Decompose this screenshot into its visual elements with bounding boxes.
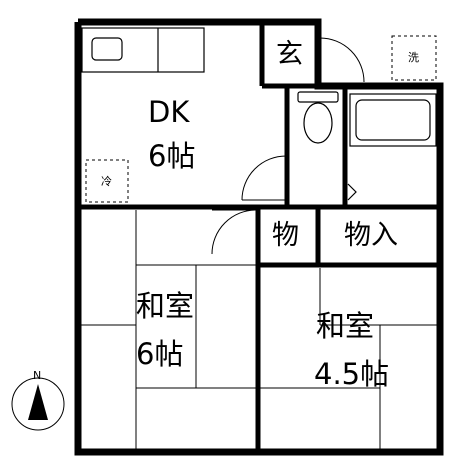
mono-label: 物: [272, 220, 299, 251]
dk-door: [241, 155, 287, 201]
washitsu-west-size: 6帖: [136, 337, 184, 371]
interior-walls: [78, 22, 440, 452]
north-compass: [11, 377, 65, 431]
fridge-label: 冷: [101, 175, 112, 188]
windows: [75, 90, 81, 400]
washitsu-west-name: 和室: [136, 289, 195, 323]
washer-space: [391, 35, 437, 81]
monoire-label: 物入: [344, 220, 398, 251]
tatami-east: [260, 268, 438, 450]
fridge-space: [85, 159, 129, 203]
genkan-door: [319, 37, 365, 83]
washer-label: 洗: [408, 51, 419, 64]
bathtub: [347, 93, 437, 201]
exterior-walls: [74, 18, 444, 456]
compass-north-label: N: [33, 369, 42, 382]
washitsu-east-name: 和室: [316, 309, 375, 343]
tatami-west: [80, 210, 256, 450]
kitchen-counter: [81, 27, 205, 73]
genkan-label: 玄: [276, 39, 303, 70]
dk-room-size: 6帖: [148, 139, 196, 173]
toilet: [297, 91, 339, 144]
washitsu-door: [211, 209, 257, 255]
dk-room-name: DK: [148, 95, 190, 129]
washitsu-east-size: 4.5帖: [314, 357, 390, 391]
